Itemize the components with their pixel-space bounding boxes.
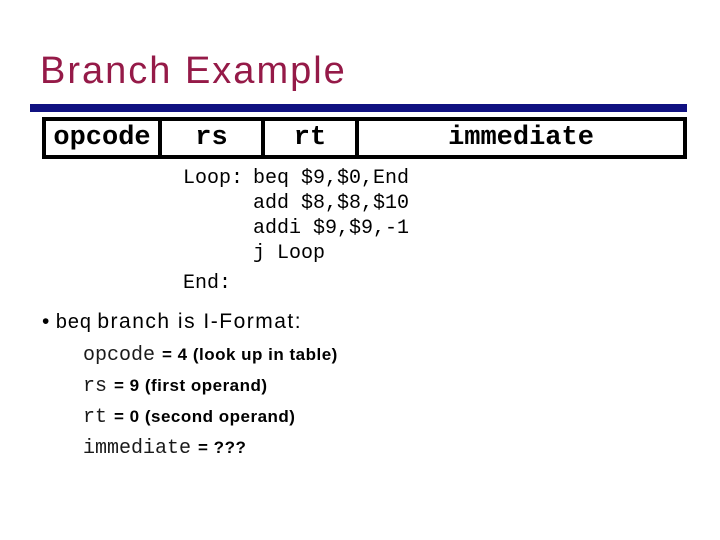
table-cell-immediate: immediate — [448, 123, 594, 153]
field-line-immediate: immediate = ??? — [83, 436, 246, 461]
field-name-rs: rs — [83, 375, 108, 398]
instruction-format-table: opcode rs rt immediate — [42, 117, 687, 159]
code-loop-label: Loop: — [183, 167, 244, 190]
field-line-rt: rt = 0 (second operand) — [83, 405, 295, 430]
table-cell-rt: rt — [265, 121, 359, 155]
table-cell-opcode: opcode — [46, 121, 162, 155]
field-value-rt: = 0 (second operand) — [114, 407, 296, 426]
field-line-rs: rs = 9 (first operand) — [83, 374, 268, 399]
table-cell-rs: rs — [162, 121, 265, 155]
field-name-rt: rt — [83, 406, 108, 429]
field-name-immediate: immediate — [83, 437, 192, 460]
field-value-opcode: = 4 (look up in table) — [162, 345, 338, 364]
bullet-icon: • — [42, 310, 50, 333]
field-value-rs: = 9 (first operand) — [114, 376, 268, 395]
code-end-label: End: — [183, 272, 232, 295]
slide-title: Branch Example — [40, 50, 347, 92]
field-name-opcode: opcode — [83, 344, 156, 367]
field-value-immediate: = ??? — [198, 438, 247, 457]
title-rule-bar — [30, 104, 687, 112]
field-line-opcode: opcode = 4 (look up in table) — [83, 343, 338, 368]
bullet-keyword: beq — [55, 312, 92, 335]
code-instructions: beq $9,$0,End add $8,$8,$10 addi $9,$9,-… — [253, 167, 410, 265]
bullet-text: branch is I-Format: — [97, 310, 303, 333]
